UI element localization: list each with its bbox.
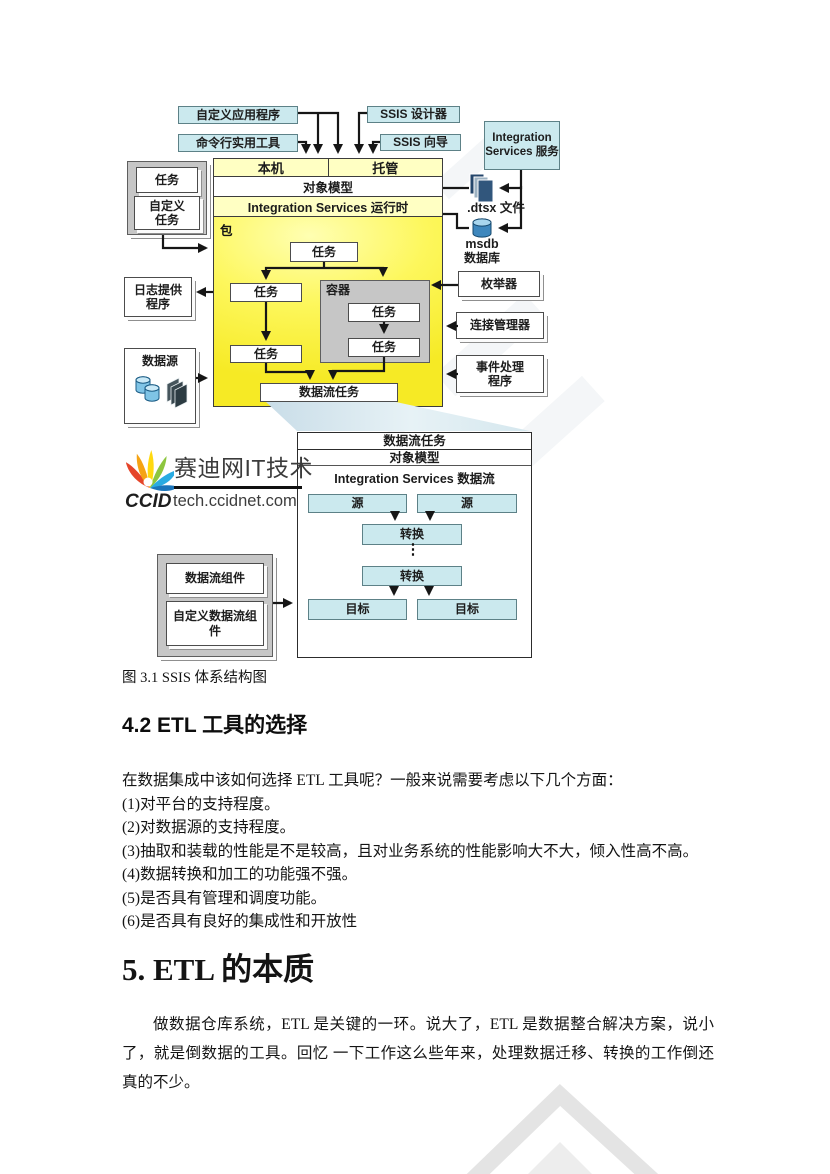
detail-title: 数据流任务: [298, 433, 531, 450]
container-task-2: 任务: [348, 338, 420, 357]
dataflow-component-box: 数据流组件: [166, 563, 264, 594]
ssis-designer-box: SSIS 设计器: [367, 106, 460, 123]
custom-app-box: 自定义应用程序: [178, 106, 298, 124]
criteria-item: (4)数据转换和加工的功能强不强。: [122, 866, 358, 883]
source-label: 源: [351, 496, 364, 511]
section-heading: 4.2 ETL 工具的选择: [122, 714, 308, 737]
msdb-label: msdb: [465, 237, 499, 251]
database-files-icon: [135, 376, 188, 410]
event-handler-box: 事件处理程序: [456, 355, 544, 393]
task-box-top: 任务: [290, 242, 358, 262]
connection-manager-label: 连接管理器: [469, 318, 530, 333]
msdb-db-label: 数据库: [463, 250, 500, 265]
task-label: 任务: [253, 285, 278, 300]
log-provider-label: 日志提供程序: [133, 282, 182, 311]
transform-label: 转换: [399, 568, 424, 583]
container-label: 容器: [326, 283, 351, 297]
managed-cell: 托管: [372, 161, 399, 176]
ellipsis-dots: ⋮: [405, 541, 421, 558]
enumerator-box: 枚举器: [458, 271, 540, 297]
transform-box-2: 转换: [362, 566, 462, 586]
source-box-1: 源: [308, 494, 407, 513]
task-box-1: 任务: [230, 283, 302, 302]
package-label: 包: [220, 224, 233, 238]
target-label: 目标: [345, 602, 370, 617]
source-box-2: 源: [417, 494, 517, 513]
is-service-label: Integration Services 服务: [485, 131, 559, 158]
criteria-item: (5)是否具有管理和调度功能。: [122, 889, 327, 907]
criteria-item: (2)对数据源的支持程度。: [122, 819, 296, 836]
cmd-tool-box: 命令行实用工具: [178, 134, 298, 152]
is-service-box: Integration Services 服务: [484, 121, 560, 170]
transform-box-1: 转换: [362, 524, 462, 545]
detail-dataflow-title: Integration Services 数据流: [334, 472, 495, 486]
task-box-left: 任务: [136, 167, 198, 193]
ssis-designer-label: SSIS 设计器: [380, 107, 447, 122]
ssis-wizard-box: SSIS 向导: [380, 134, 461, 151]
target-label: 目标: [454, 602, 479, 617]
object-model-row: 对象模型: [214, 177, 442, 197]
hosting-row: 本机 托管: [214, 159, 442, 177]
ccid-wordmark: CCID: [125, 491, 172, 512]
chapter-heading: 5. ETL 的本质: [122, 952, 315, 987]
task-box-2: 任务: [230, 345, 302, 363]
custom-task-label: 自定义任务: [148, 198, 185, 227]
log-provider-box: 日志提供程序: [124, 277, 192, 317]
criteria-item: (1)对平台的支持程度。: [122, 795, 280, 813]
task-label: 任务: [253, 346, 278, 361]
connection-manager-box: 连接管理器: [456, 312, 544, 339]
enumerator-label: 枚举器: [480, 276, 517, 291]
source-label: 源: [460, 496, 473, 511]
custom-dataflow-component-label: 自定义数据流组件: [173, 609, 258, 638]
ccid-site-url: tech.ccidnet.com: [173, 492, 297, 510]
dataflow-detail-box: 数据流任务 对象模型 Integration Services 数据流: [297, 432, 532, 658]
criteria-item: (3)抽取和装载的性能是不是较高，且对业务系统的性能影响大不大，倾入性高不高。: [122, 842, 699, 860]
dataflow-task-box: 数据流任务: [260, 383, 398, 402]
runtime-row: Integration Services 运行时: [214, 197, 442, 217]
task-label: 任务: [371, 305, 396, 320]
dtsx-file-label: .dtsx 文件: [467, 201, 525, 215]
criteria-block: 在数据集成中该如何选择 ETL 工具呢？一般来说需要考虑以下几个方面： (1)对…: [122, 769, 742, 934]
dataflow-component-label: 数据流组件: [184, 571, 245, 586]
task-label: 任务: [154, 172, 179, 187]
task-label: 任务: [311, 244, 336, 259]
msdb-database-icon: [472, 218, 492, 238]
transform-label: 转换: [399, 527, 424, 542]
criteria-intro: 在数据集成中该如何选择 ETL 工具呢？一般来说需要考虑以下几个方面：: [122, 772, 623, 789]
logo-underline: [174, 486, 302, 489]
detail-object-model: 对象模型: [298, 450, 531, 466]
target-box-1: 目标: [308, 599, 407, 620]
data-source-label: 数据源: [141, 354, 178, 368]
cmd-tool-label: 命令行实用工具: [195, 135, 280, 150]
task-label: 任务: [371, 340, 396, 355]
ccid-logo-icon: [126, 450, 174, 492]
criteria-item: (6)是否具有良好的集成性和开放性: [122, 913, 358, 930]
figure-caption: 图 3.1 SSIS 体系结构图: [122, 670, 268, 686]
ccid-brand-text: 赛迪网IT技术: [174, 455, 313, 481]
custom-dataflow-component-box: 自定义数据流组件: [166, 601, 264, 646]
native-cell: 本机: [214, 159, 329, 176]
custom-task-box: 自定义任务: [134, 196, 200, 230]
dataflow-task-label: 数据流任务: [298, 385, 359, 400]
container-task-1: 任务: [348, 303, 420, 322]
chapter-paragraph: 做数据仓库系统，ETL 是关键的一环。说大了，ETL 是数据整合解决方案，说小了…: [122, 1016, 714, 1091]
data-source-box: 数据源: [124, 348, 196, 424]
event-handler-label: 事件处理程序: [475, 359, 524, 388]
custom-app-label: 自定义应用程序: [195, 107, 280, 122]
target-box-2: 目标: [417, 599, 517, 620]
ssis-wizard-label: SSIS 向导: [393, 135, 448, 150]
